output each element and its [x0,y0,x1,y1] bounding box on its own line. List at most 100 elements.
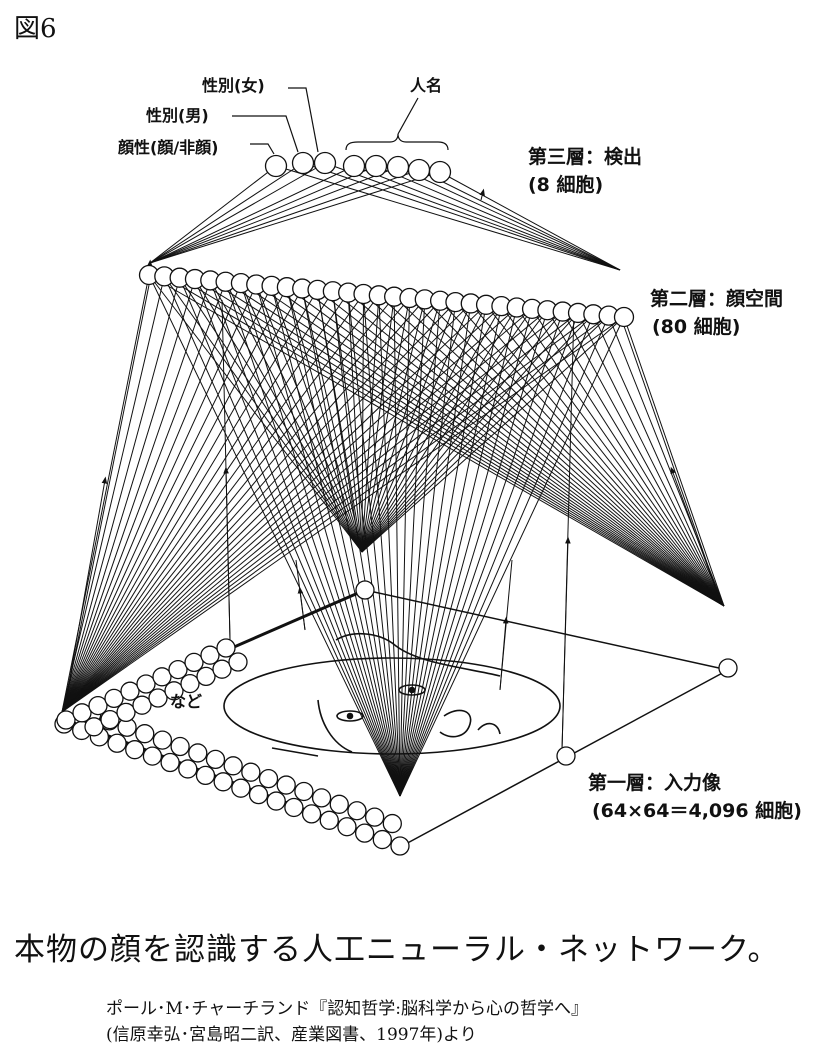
input-unit [160,752,180,773]
input-unit [56,710,76,730]
connection-line [361,301,456,553]
connection-line [61,282,242,713]
input-unit [216,638,236,658]
connection-line [148,274,725,607]
connection-line [61,284,257,713]
connection-line [332,291,401,797]
input-unit [135,724,155,744]
input-unit [284,797,304,818]
connection-line [347,292,401,797]
connection-line [347,292,725,607]
layer3-title: 第三層：検出 [528,146,643,168]
connection-line [324,162,621,271]
input-unit [301,804,322,824]
connection-line [61,278,196,713]
connection-line [623,316,725,607]
input-unit [148,688,168,708]
connection-line [61,280,211,713]
connection-line [409,297,725,607]
connection-line [225,281,725,607]
connection-line [317,289,725,607]
input-unit [390,836,410,856]
connection-line [301,288,363,553]
connection-line [399,307,518,797]
connection-line [61,309,548,713]
connection-line [363,293,401,797]
connection-line [317,289,401,797]
input-unit [276,775,296,795]
input-unit [556,746,576,766]
input-unit [200,645,220,665]
input-unit [223,756,243,776]
connection-line [399,310,548,797]
connection-line [240,282,401,797]
layer1-title: 第一層：入力像 [588,772,722,794]
connection-line [61,281,227,713]
detection-unit [386,155,410,179]
eye-left [336,710,364,722]
connection-line [223,466,231,641]
input-unit [329,794,349,814]
input-unit [120,681,140,701]
connection-line [378,295,401,797]
input-unit [228,652,248,672]
connection-line [209,280,401,797]
connection-line [670,466,721,601]
input-unit [213,772,233,792]
connection-line [361,295,380,553]
connection-line [163,276,401,797]
connection-line [546,309,725,607]
connection-line [592,314,725,607]
network-diagram [54,87,738,856]
connection-line [61,304,487,713]
connection-line [455,301,725,607]
input-unit [718,658,738,678]
layer2-count: (80 細胞) [652,316,741,338]
connection-line [271,285,401,797]
connection-line [271,285,363,553]
chin-line [271,747,319,757]
connection-line [149,165,277,264]
input-unit [100,709,120,730]
input-unit [125,740,145,760]
connection-line [61,290,334,713]
connection-line [61,301,456,713]
connection-line [397,166,621,271]
connection-line [179,277,725,607]
layer2-face-space-units [138,264,635,328]
connection-line [275,165,621,271]
layer3-count: (8 細胞) [528,174,604,196]
connection-line [65,284,150,701]
connection-line [399,299,426,797]
connection-line [179,277,401,797]
layer1-count: (64×64＝4,096 細胞) [592,800,802,822]
input-unit [152,730,173,750]
connection-line [61,299,426,713]
detection-unit [313,151,337,175]
connection-line [501,305,725,607]
connection-line [361,311,564,553]
connection-line [393,296,401,797]
connection-line [399,306,502,797]
connection-line [61,296,395,713]
input-unit [294,781,314,802]
connection-line [255,284,401,797]
connection-line [361,315,610,553]
connection-line [399,316,625,797]
input-unit [152,667,172,687]
connections-layer2-to-layer3 [146,162,621,276]
input-unit [372,829,392,850]
connection-line [210,279,725,607]
input-unit [116,702,136,723]
connection-line [361,312,579,553]
connection-line [297,586,306,631]
input-unit [170,736,190,757]
cheek-left [317,699,353,753]
connection-line [439,171,621,271]
connection-line [61,308,533,713]
figure-label: 図6 [14,14,57,44]
connection-line [361,303,472,553]
detection-unit [342,154,366,178]
connection-line [149,166,399,264]
input-unit [104,688,124,709]
